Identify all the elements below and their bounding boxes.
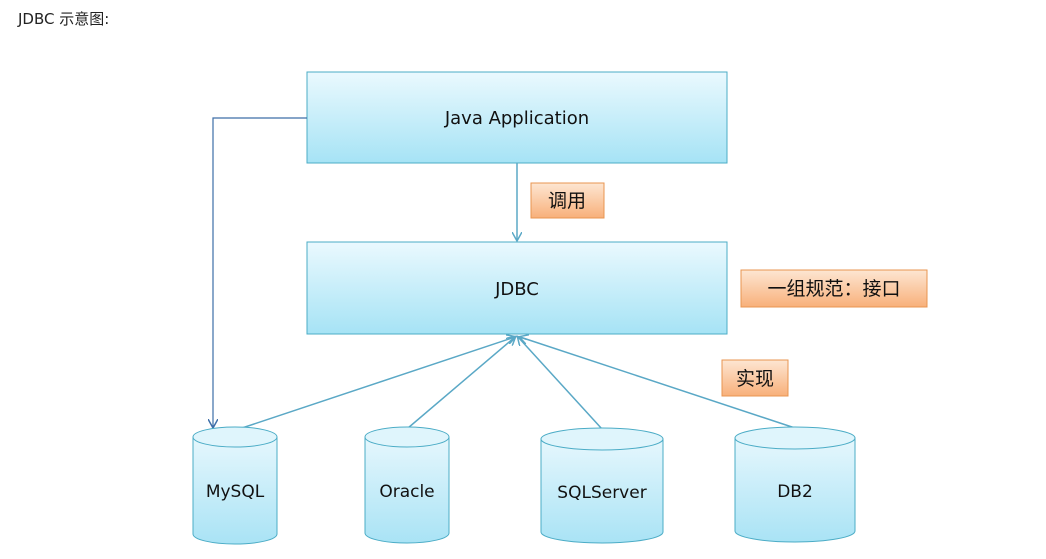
oracle-impl-arrow (407, 337, 515, 429)
spec-note: 一组规范：接口 (740, 269, 928, 308)
call-note-label: 调用 (548, 190, 586, 212)
sqlserver-impl-arrow (518, 337, 603, 430)
spec-note-label: 一组规范：接口 (767, 278, 900, 300)
page-caption: JDBC 示意图: (18, 10, 110, 28)
database-sqlserver: SQLServer (540, 427, 664, 544)
db2-impl-arrow (520, 337, 796, 429)
jdbc-box: JDBC (306, 241, 728, 335)
mysql-impl-arrow (235, 337, 515, 431)
call-note: 调用 (530, 182, 605, 219)
database-label: MySQL (206, 482, 265, 502)
java-application-label: Java Application (444, 108, 589, 129)
database-db2: DB2 (734, 426, 856, 543)
database-label: DB2 (777, 482, 813, 502)
database-label: SQLServer (557, 483, 646, 503)
impl-note: 实现 (721, 359, 789, 397)
database-oracle: Oracle (364, 426, 450, 544)
direct-connection-line (213, 117, 307, 427)
database-label: Oracle (379, 482, 434, 502)
database-mysql: MySQL (192, 426, 278, 545)
impl-note-label: 实现 (736, 368, 774, 390)
java-application-box: Java Application (306, 71, 728, 164)
jdbc-label: JDBC (494, 279, 539, 300)
